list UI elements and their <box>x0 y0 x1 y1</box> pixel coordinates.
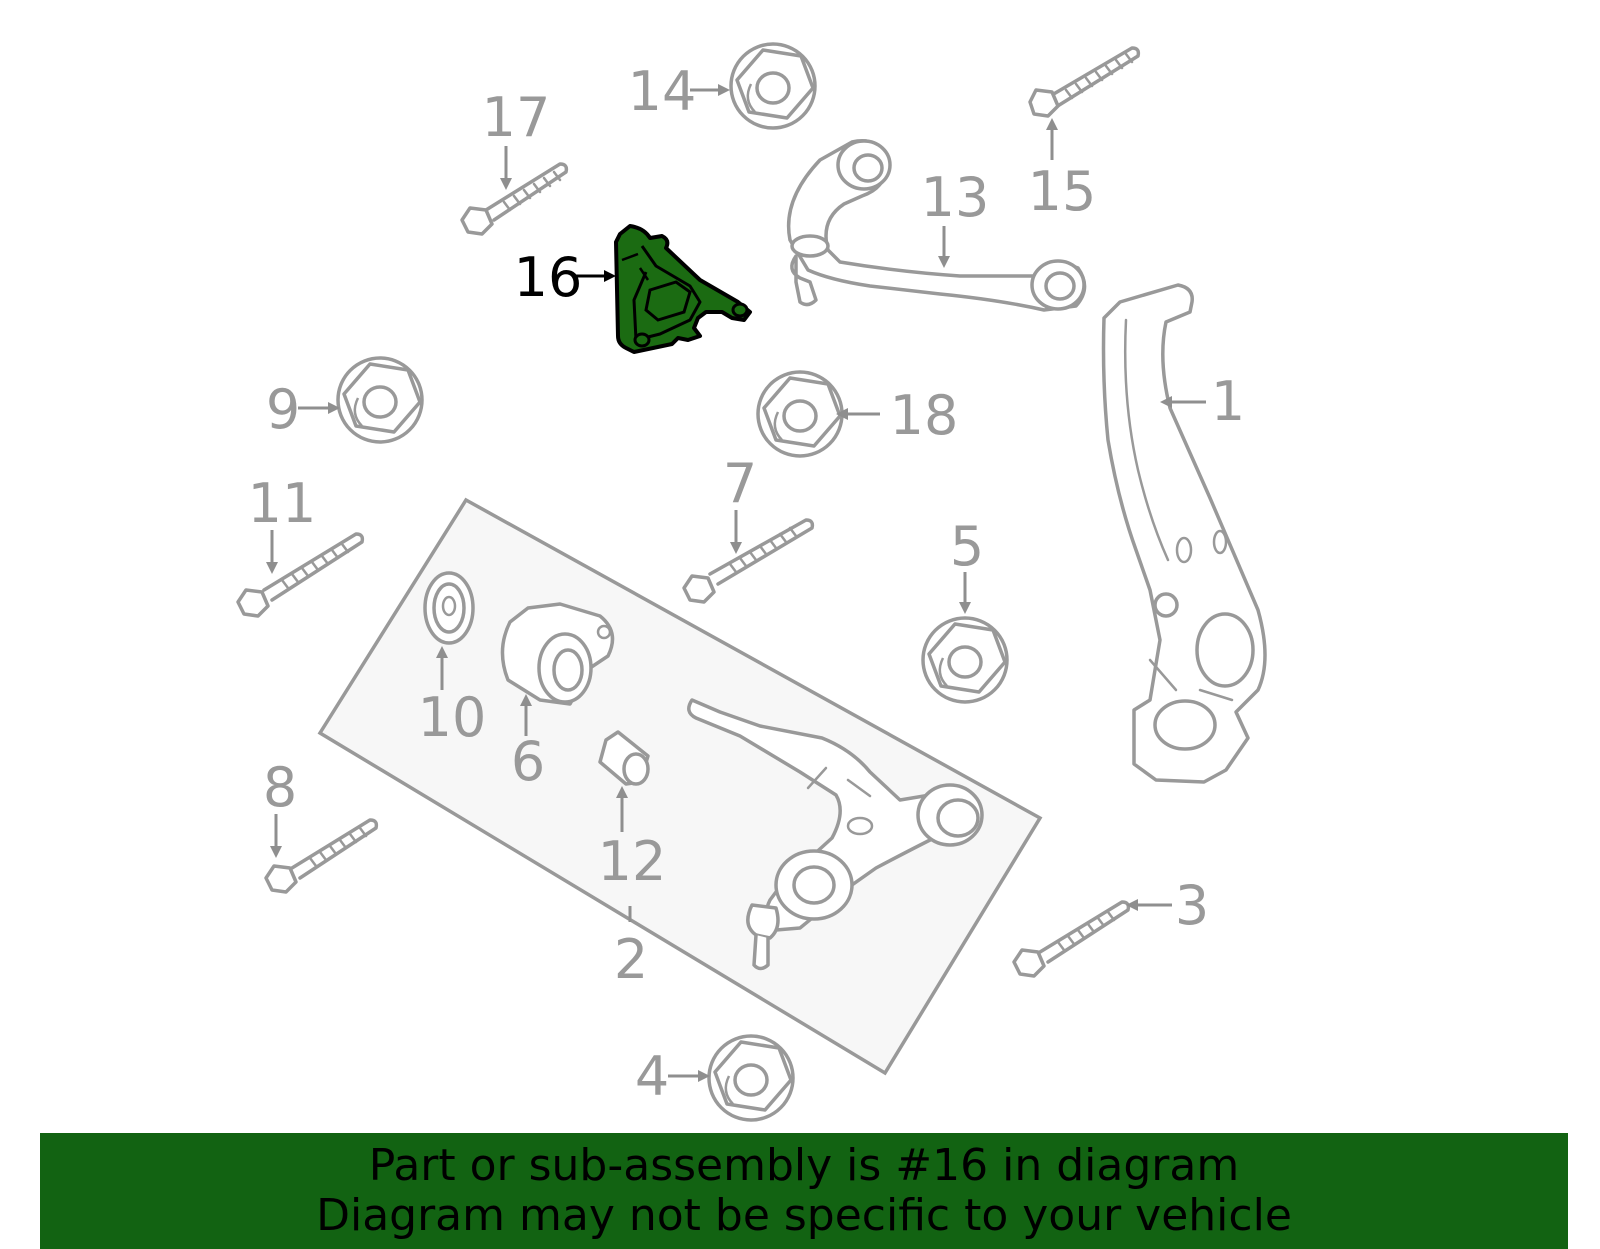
callout-10: 10 <box>418 686 487 749</box>
nut-part-5 <box>921 616 1009 704</box>
callout-7: 7 <box>723 452 757 515</box>
callout-15: 15 <box>1028 160 1097 223</box>
callout-17: 17 <box>482 86 551 149</box>
callout-6: 6 <box>511 730 545 793</box>
bolt-part-3 <box>1012 900 1131 978</box>
callout-3: 3 <box>1175 874 1209 937</box>
info-banner: Part or sub-assembly is #16 in diagram D… <box>40 1133 1568 1249</box>
nut-part-14 <box>729 42 817 130</box>
callout-14: 14 <box>628 60 697 123</box>
banner-line-2: Diagram may not be specific to your vehi… <box>316 1190 1292 1241</box>
lower-control-arm-part-2 <box>687 698 984 971</box>
callout-11: 11 <box>248 472 317 535</box>
callout-12: 12 <box>598 830 667 893</box>
nut-part-9 <box>336 356 424 444</box>
callout-4: 4 <box>635 1045 669 1108</box>
callout-8: 8 <box>263 756 297 819</box>
nut-part-4 <box>707 1034 795 1122</box>
washer-part-10 <box>423 571 475 645</box>
upper-control-arm-part-13 <box>786 139 1087 312</box>
bracket-part-16-highlighted <box>614 224 752 354</box>
callout-1: 1 <box>1211 370 1245 433</box>
bolt-part-7 <box>682 518 815 604</box>
callout-16-highlighted: 16 <box>514 246 583 309</box>
bolt-part-17 <box>460 162 569 236</box>
nut-part-18 <box>756 370 844 458</box>
callout-5: 5 <box>950 515 984 578</box>
knuckle-part-1 <box>1101 283 1267 784</box>
bolt-part-8 <box>264 818 379 894</box>
sleeve-part-12 <box>598 730 650 786</box>
bushing-part-6 <box>500 602 615 706</box>
callout-13: 13 <box>921 166 990 229</box>
bolt-part-15 <box>1028 46 1141 118</box>
callout-2: 2 <box>614 928 648 991</box>
callout-18: 18 <box>890 384 959 447</box>
bolt-part-11 <box>236 532 365 618</box>
assembly-2-box <box>317 497 1043 1076</box>
leader-lines <box>266 84 1206 1082</box>
banner-line-1: Part or sub-assembly is #16 in diagram <box>368 1140 1240 1191</box>
callout-9: 9 <box>266 378 300 441</box>
